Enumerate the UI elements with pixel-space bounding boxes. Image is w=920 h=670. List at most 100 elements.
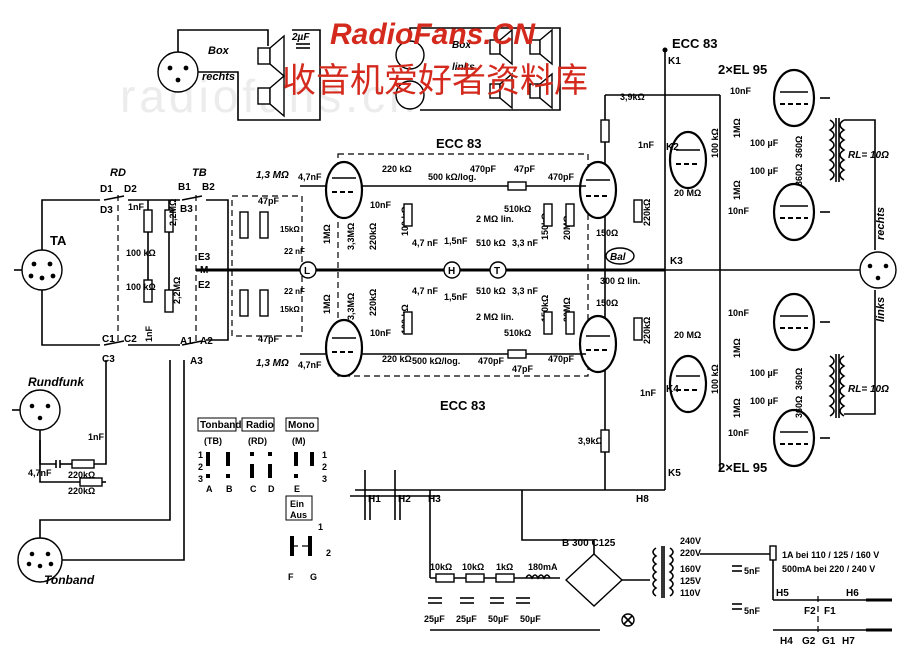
tone-220k-bot: 220 kΩ xyxy=(382,354,412,364)
input-r-22m-2: 2,2MΩ xyxy=(172,277,182,304)
h7-label: H7 xyxy=(842,636,855,647)
filter-22nf-bot: 22 nF xyxy=(284,287,305,296)
k1-label: K1 xyxy=(668,56,681,67)
k5-label: K5 xyxy=(668,468,681,479)
driver-stage: K2 K3 K4 K5 3,9kΩ 3,9kΩ 1nF 1nF 220kΩ 22… xyxy=(578,92,708,479)
ps-5nf-1: 5nF xyxy=(744,566,761,576)
filter-block: 47pF 47pF 15kΩ 15kΩ 22 nF 22 nF 1,3 MΩ 1… xyxy=(231,170,322,370)
tone-10nf-bot: 10nF xyxy=(370,328,392,338)
ecc83-top-label: ECC 83 xyxy=(436,136,482,151)
d2-label: D2 xyxy=(124,184,137,195)
legend-tonband-code: (TB) xyxy=(204,436,222,446)
node-t-label: T xyxy=(494,266,500,277)
legend-aus: Aus xyxy=(290,510,307,520)
preamp-tubes: ECC 83 ECC 83 1MΩ 3,3MΩ 1MΩ 3,3MΩ xyxy=(300,136,618,413)
tone-15n-top: 1,5nF xyxy=(444,236,468,246)
d1-label: D1 xyxy=(100,184,113,195)
f1-label: F1 xyxy=(824,606,836,617)
rechts-label: rechts xyxy=(875,207,887,240)
tone-stack: 220 kΩ 10nF 220kΩ 100 kΩ 4,7 nF 500 kΩ/l… xyxy=(362,164,586,374)
tb-label: TB xyxy=(192,167,207,179)
r13m-bot: 1,3 MΩ xyxy=(256,358,289,369)
tap-220: 220V xyxy=(680,548,701,558)
pwr-10nf-1: 10nF xyxy=(730,86,752,96)
ps-1k: 1kΩ xyxy=(496,562,513,572)
pwr-100uf-4: 100 µF xyxy=(750,396,779,406)
ps-25uf-1: 25µF xyxy=(424,614,445,624)
c47nf-bot: 4,7nF xyxy=(298,360,322,370)
b1-label: B1 xyxy=(178,182,191,193)
chinese-watermark: 收音机爱好者资料库 xyxy=(282,62,588,100)
tap-160: 160V xyxy=(680,564,701,574)
tone-15n-bot: 1,5nF xyxy=(444,292,468,302)
d3-label: D3 xyxy=(100,205,113,216)
driver-20m-bot: 20 MΩ xyxy=(674,330,701,340)
tone-150k-bot: 150kΩ xyxy=(540,295,550,322)
tone-510k-top: 510kΩ xyxy=(504,204,531,214)
node-l-label: L xyxy=(304,266,310,277)
legend-g: G xyxy=(310,572,317,582)
ta-label: TA xyxy=(50,233,67,248)
ecc83-driver-label: ECC 83 xyxy=(672,36,718,51)
legend-mono: Mono xyxy=(288,420,315,431)
speaker-box-left: Box links xyxy=(395,27,561,111)
pwr-360-4: 360Ω xyxy=(794,396,804,418)
tone-470pf-bot: 470pF xyxy=(478,356,505,366)
ps-50uf-2: 50µF xyxy=(520,614,541,624)
pwr-1m-2: 1MΩ xyxy=(732,180,742,200)
legend-radio: Radio xyxy=(246,420,274,431)
pwr-360-1: 360Ω xyxy=(794,136,804,158)
ps-10k-1: 10kΩ xyxy=(430,562,452,572)
box-right-cap: 2µF xyxy=(291,32,310,43)
driver-220k-top: 220kΩ xyxy=(642,199,652,226)
pwr-100uf-2: 100 µF xyxy=(750,166,779,176)
a2-label: A2 xyxy=(200,336,213,347)
tone-500k-bot: 500 kΩ/log. xyxy=(412,356,460,366)
tone-470pf-top-2: 470pF xyxy=(548,172,575,182)
input-network: 1nF 2,2MΩ 100 kΩ 100 kΩ 2,2MΩ 1nF xyxy=(126,199,182,342)
el95-bottom-label: 2×EL 95 xyxy=(718,460,767,475)
driver-220k-bot: 220kΩ xyxy=(642,317,652,344)
node-h-label: H xyxy=(448,266,455,277)
rundfunk-1nf: 1nF xyxy=(88,432,105,442)
k4-label: K4 xyxy=(666,384,679,395)
preamp-33m-top: 3,3MΩ xyxy=(346,223,356,250)
power-stage: 2×EL 95 2×EL 95 10nF 10nF 10nF 10nF 1MΩ … xyxy=(710,62,889,475)
power-supply: 10kΩ 10kΩ 1kΩ 180mA 25µF 25µF 50µF 50µF … xyxy=(424,490,892,647)
radiofans-watermark: RadioFans.CN xyxy=(330,18,536,51)
pwr-10nf-2: 10nF xyxy=(728,206,750,216)
legend-letter-a: A xyxy=(206,484,213,494)
rundfunk-47nf: 4,7nF xyxy=(28,468,52,478)
input-cap-1nf-2: 1nF xyxy=(144,325,154,342)
ps-5nf-2: 5nF xyxy=(744,606,761,616)
tone-470pf-bot-2: 470pF xyxy=(548,354,575,364)
preamp-1m-top: 1MΩ xyxy=(322,224,332,244)
bal-150-bot: 150Ω xyxy=(596,298,618,308)
tonband-connector: Tonband xyxy=(17,360,185,587)
driver-39k-bot: 3,9kΩ xyxy=(578,436,603,446)
node-l: L xyxy=(299,261,317,279)
pwr-1m-1: 1MΩ xyxy=(732,118,742,138)
input-r-100k-2: 100 kΩ xyxy=(126,282,156,292)
legend-mono-code: (M) xyxy=(292,436,306,446)
pwr-360-2: 360Ω xyxy=(794,164,804,186)
driver-1nf-bot: 1nF xyxy=(640,388,657,398)
control-nodes: H T Bal 150Ω 300 Ω lin. 150Ω xyxy=(443,228,640,308)
h3-label: H3 xyxy=(428,494,441,505)
h1-label: H1 xyxy=(368,494,381,505)
legend-num-3: 3 xyxy=(198,474,203,484)
legend-num-3b: 3 xyxy=(322,474,327,484)
tone-220k-top-v: 220kΩ xyxy=(368,223,378,250)
h8-label: H8 xyxy=(636,494,649,505)
g2-label: G2 xyxy=(802,636,816,647)
c47nf-top: 4,7nF xyxy=(298,172,322,182)
input-switches: RD TB D1 D2 D3 B1 B2 B3 E3 M E2 C1 C2 C3… xyxy=(100,167,229,367)
rundfunk-label: Rundfunk xyxy=(28,375,85,389)
tone-500k-top: 500 kΩ/log. xyxy=(428,172,476,182)
tone-510-bot: 510 kΩ xyxy=(476,286,506,296)
f2-label: F2 xyxy=(804,606,816,617)
tone-20m-bot: 20MΩ xyxy=(562,297,572,322)
input-r-100k-1: 100 kΩ xyxy=(126,248,156,258)
tone-20m-top: 20MΩ xyxy=(562,215,572,240)
legend-12-2: 2 xyxy=(326,548,331,558)
